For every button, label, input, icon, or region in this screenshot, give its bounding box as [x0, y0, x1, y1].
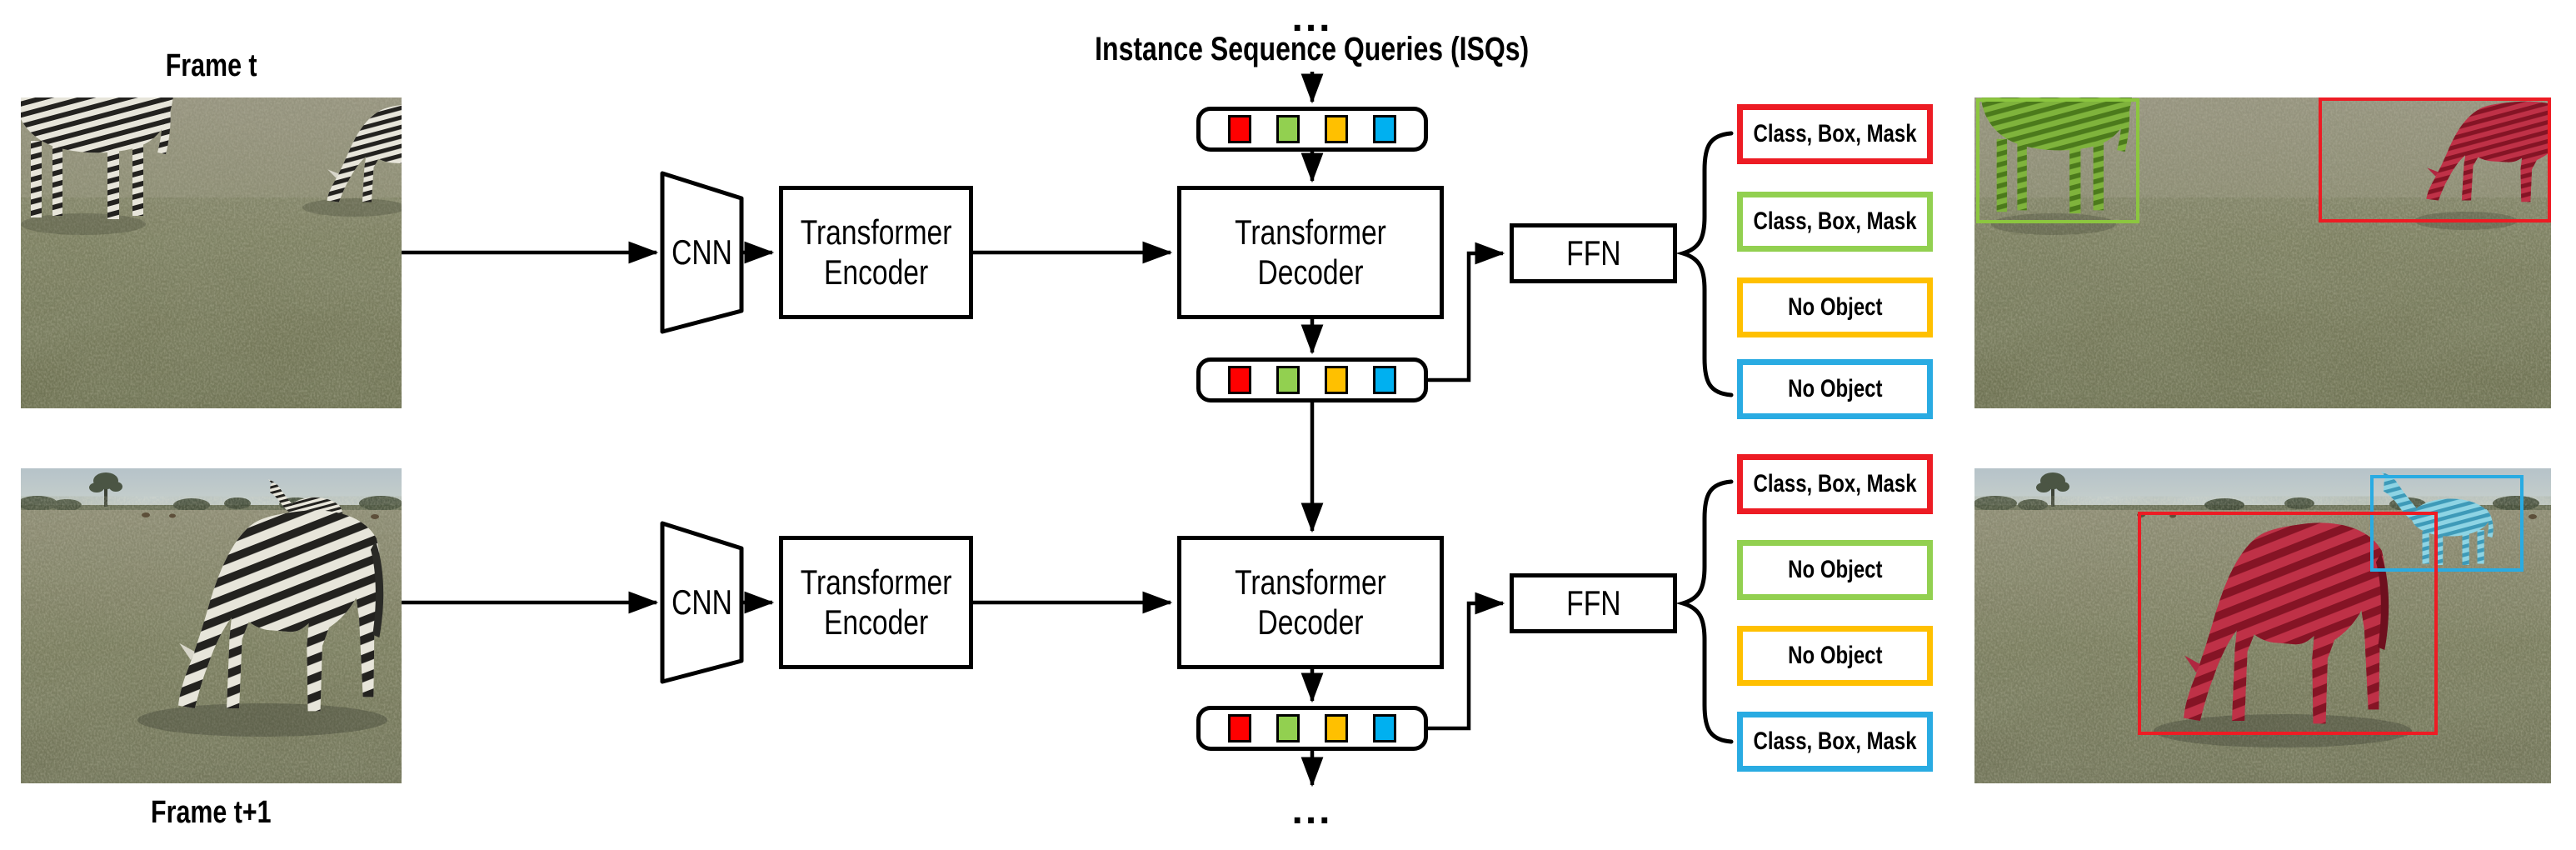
encoder-node-top: Transformer Encoder	[779, 186, 973, 319]
bbox-green	[1976, 98, 2139, 223]
ellipsis-top: ...	[1291, 0, 1333, 40]
query-token-green	[1276, 115, 1300, 143]
output-box-yellow-bottom: No Object	[1737, 626, 1933, 686]
query-token-red	[1228, 366, 1251, 394]
output-box-red-bottom: Class, Box, Mask	[1737, 454, 1933, 514]
query-token-yellow	[1325, 714, 1348, 742]
output-box-green-top: Class, Box, Mask	[1737, 192, 1933, 252]
query-token-blue	[1373, 115, 1396, 143]
output-box-red-top: Class, Box, Mask	[1737, 104, 1933, 164]
output-box-yellow-top: No Object	[1737, 278, 1933, 338]
bbox-red-large	[2138, 512, 2438, 735]
brace-bottom	[1675, 479, 1734, 744]
frame-t1-image	[21, 468, 402, 783]
query-token-red	[1228, 115, 1251, 143]
output-token-pill-bottom	[1196, 706, 1428, 751]
isq-token-pill	[1196, 107, 1428, 152]
isq-title: Instance Sequence Queries (ISQs)	[1095, 30, 1530, 68]
cnn-node-bottom: CNN	[671, 582, 732, 622]
frame-t-label: Frame t	[165, 48, 257, 83]
cnn-node-top: CNN	[671, 232, 732, 272]
query-token-green	[1276, 366, 1300, 394]
bbox-blue	[2370, 475, 2524, 572]
query-token-yellow	[1325, 366, 1348, 394]
output-token-pill-top	[1196, 358, 1428, 402]
query-token-green	[1276, 714, 1300, 742]
query-token-blue	[1373, 366, 1396, 394]
query-token-blue	[1373, 714, 1396, 742]
frame-t-image	[21, 98, 402, 408]
ffn-node-top: FFN	[1510, 223, 1677, 283]
ffn-node-bottom: FFN	[1510, 573, 1677, 633]
result-image-frame-t	[1974, 98, 2551, 408]
ellipsis-bottom: ...	[1291, 788, 1333, 832]
output-box-blue-top: No Object	[1737, 359, 1933, 419]
result-image-frame-t1	[1974, 468, 2551, 783]
query-token-yellow	[1325, 115, 1348, 143]
output-box-blue-bottom: Class, Box, Mask	[1737, 712, 1933, 772]
frame-t1-label: Frame t+1	[151, 794, 272, 830]
encoder-node-bottom: Transformer Encoder	[779, 536, 973, 669]
query-token-red	[1228, 714, 1251, 742]
decoder-node-top: Transformer Decoder	[1177, 186, 1444, 319]
brace-top	[1675, 131, 1734, 398]
output-box-green-bottom: No Object	[1737, 540, 1933, 600]
decoder-node-bottom: Transformer Decoder	[1177, 536, 1444, 669]
bbox-red	[2319, 98, 2551, 222]
